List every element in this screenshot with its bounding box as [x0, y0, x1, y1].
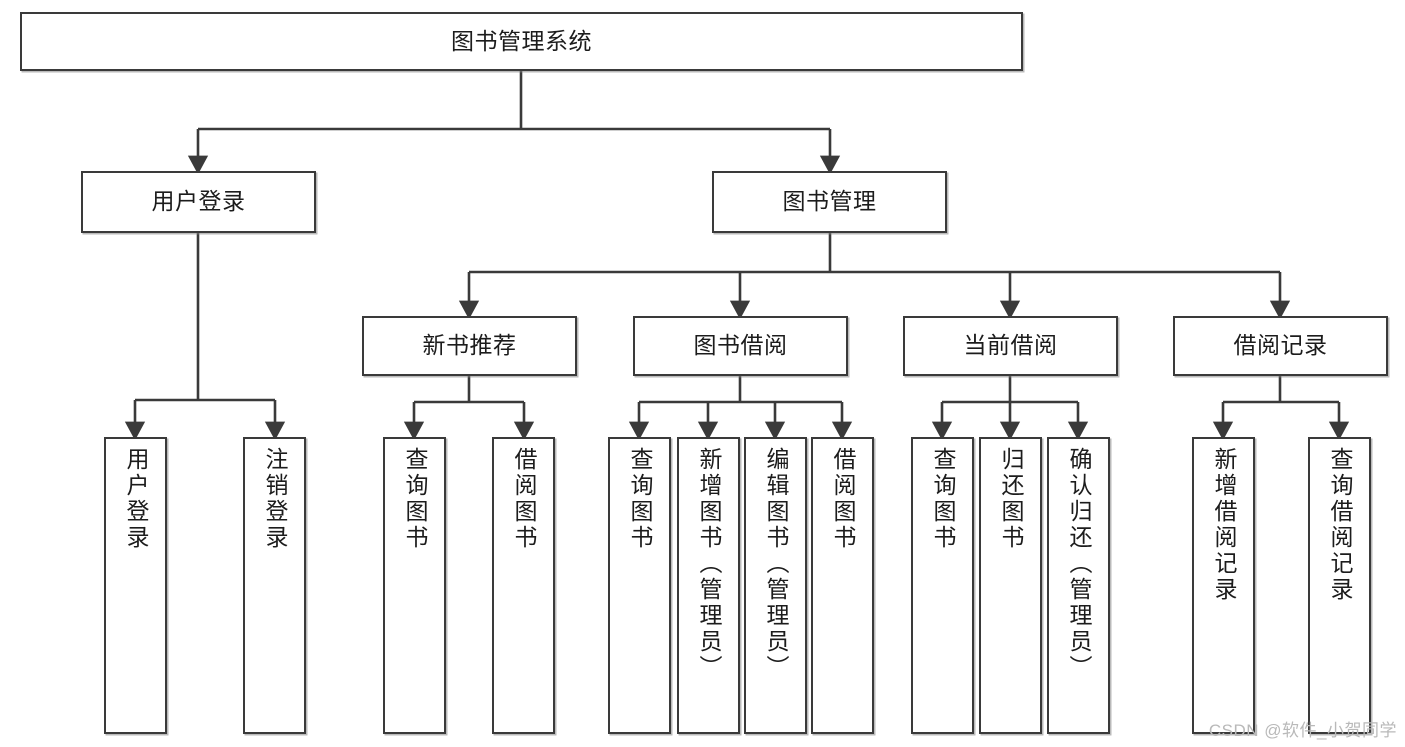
leaf-user-login[interactable]: 用户登录: [104, 437, 167, 734]
node-root-book-management-system[interactable]: 图书管理系统: [20, 12, 1023, 71]
node-label: 图书管理系统: [451, 27, 592, 54]
node-label: 新增图书（管理员）: [696, 447, 722, 681]
node-new-book-recommend[interactable]: 新书推荐: [362, 316, 577, 376]
node-label: 归还图书: [998, 447, 1024, 551]
node-user-login[interactable]: 用户登录: [81, 171, 316, 233]
node-label: 编辑图书（管理员）: [763, 447, 789, 681]
node-label: 图书管理: [782, 188, 877, 215]
node-label: 图书借阅: [693, 332, 788, 359]
node-label: 借阅图书: [511, 447, 537, 551]
leaf-query-book-borrow[interactable]: 查询图书: [608, 437, 671, 734]
node-label: 查询借阅记录: [1327, 447, 1353, 603]
leaf-query-book-current[interactable]: 查询图书: [911, 437, 974, 734]
node-book-borrow[interactable]: 图书借阅: [633, 316, 848, 376]
node-label: 新增借阅记录: [1211, 447, 1237, 603]
node-label: 注销登录: [262, 447, 288, 551]
leaf-add-book-admin[interactable]: 新增图书（管理员）: [677, 437, 740, 734]
leaf-borrow-book[interactable]: 借阅图书: [811, 437, 874, 734]
node-book-management[interactable]: 图书管理: [712, 171, 947, 233]
node-label: 新书推荐: [422, 332, 517, 359]
leaf-edit-book-admin[interactable]: 编辑图书（管理员）: [744, 437, 807, 734]
node-label: 用户登录: [123, 447, 149, 551]
leaf-query-book-recommend[interactable]: 查询图书: [383, 437, 446, 734]
node-label: 查询图书: [402, 447, 428, 551]
node-label: 当前借阅: [963, 332, 1058, 359]
node-label: 查询图书: [930, 447, 956, 551]
leaf-confirm-return-admin[interactable]: 确认归还（管理员）: [1047, 437, 1110, 734]
leaf-query-borrow-record[interactable]: 查询借阅记录: [1308, 437, 1371, 734]
node-label: 用户登录: [151, 188, 246, 215]
node-borrow-record[interactable]: 借阅记录: [1173, 316, 1388, 376]
node-label: 借阅图书: [830, 447, 856, 551]
leaf-user-logout[interactable]: 注销登录: [243, 437, 306, 734]
leaf-borrow-book-recommend[interactable]: 借阅图书: [492, 437, 555, 734]
leaf-add-borrow-record[interactable]: 新增借阅记录: [1192, 437, 1255, 734]
node-label: 借阅记录: [1233, 332, 1328, 359]
node-label: 查询图书: [627, 447, 653, 551]
node-label: 确认归还（管理员）: [1066, 447, 1092, 681]
leaf-return-book[interactable]: 归还图书: [979, 437, 1042, 734]
node-current-borrow[interactable]: 当前借阅: [903, 316, 1118, 376]
watermark-text: CSDN @软件_小贺同学: [1208, 721, 1397, 740]
